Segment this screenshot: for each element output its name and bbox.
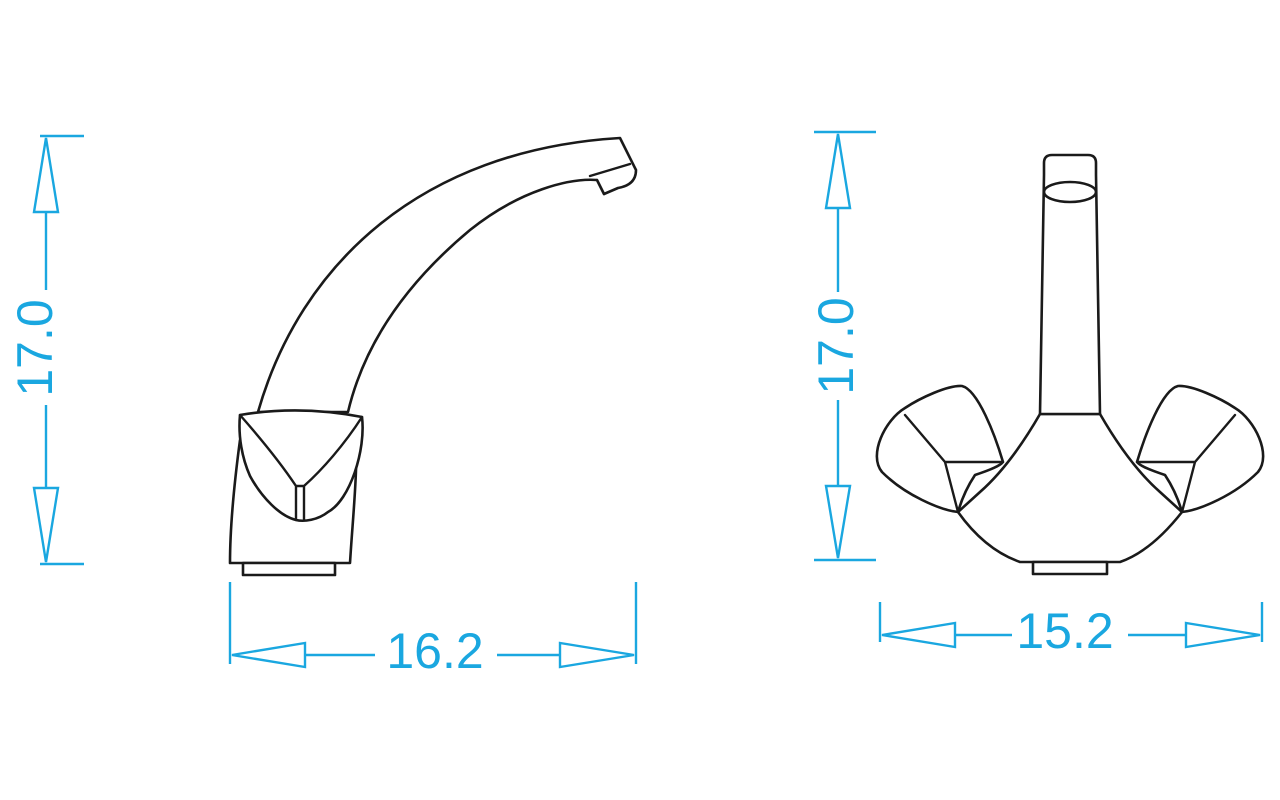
front-height-dimension: 17.0 [808, 130, 876, 562]
side-spout [256, 136, 638, 414]
side-width-label: 16.2 [386, 623, 483, 679]
side-spout-tip [588, 162, 632, 196]
side-handle [238, 409, 364, 523]
front-base [1031, 560, 1109, 576]
side-height-dimension: 17.0 [7, 134, 84, 566]
side-base [241, 561, 337, 577]
side-width-dimension: 16.2 [228, 582, 638, 679]
front-spout [1038, 153, 1102, 416]
side-handle-crease [238, 413, 364, 522]
front-right-handle-facet [1135, 413, 1237, 514]
front-width-dimension: 15.2 [878, 602, 1264, 659]
side-height-label: 17.0 [7, 299, 63, 396]
front-body [956, 412, 1184, 564]
side-view-faucet [228, 136, 638, 577]
front-spout-outlet [1042, 180, 1098, 204]
front-height-label: 17.0 [808, 297, 864, 394]
front-view-faucet [875, 153, 1265, 576]
front-width-label: 15.2 [1016, 603, 1113, 659]
front-left-handle-facet [903, 413, 1005, 514]
